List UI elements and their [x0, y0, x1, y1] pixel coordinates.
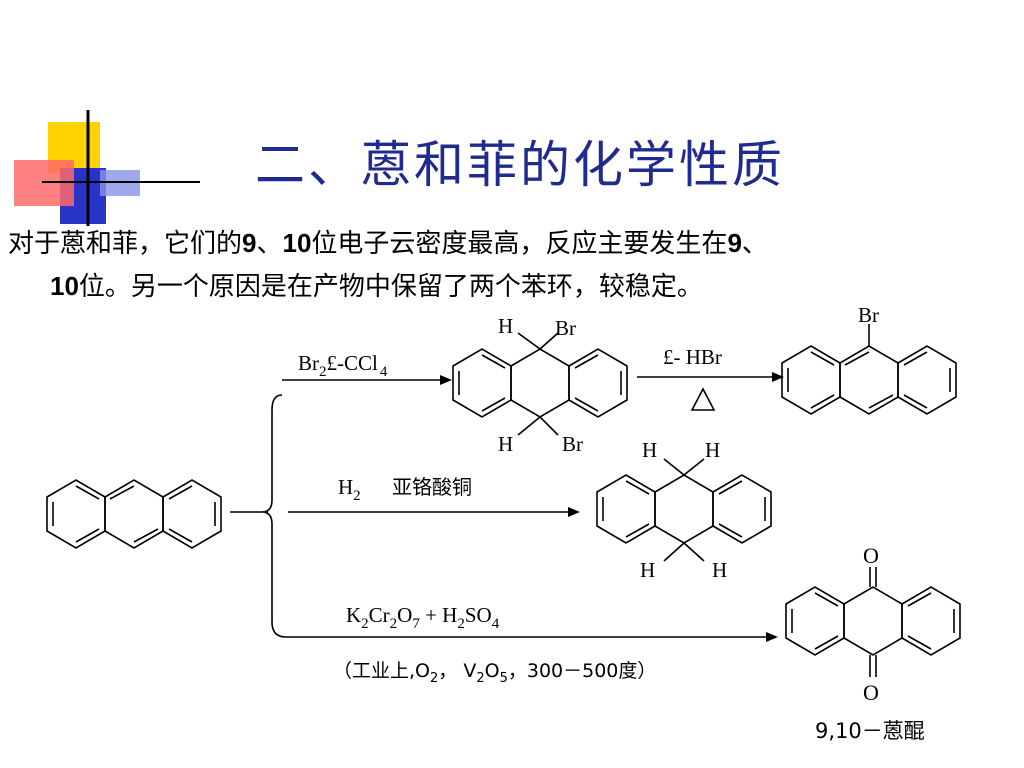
dibromo-intermediate: [452, 332, 628, 436]
anthraquinone-o-top: O: [863, 543, 879, 568]
branch-brace: [230, 394, 287, 638]
intro-text: 位电子云密度最高，反应主要发生在: [311, 229, 728, 259]
anthracene-start: [46, 479, 222, 549]
heat-triangle-icon: [690, 387, 716, 411]
reagent-h2: H2: [338, 475, 361, 504]
dihydro-h-bl: H: [640, 558, 655, 582]
dihydro-h-tr: H: [705, 438, 720, 462]
step2-reagent-hbr: £- HBr: [663, 345, 722, 369]
decorative-corner-blocks: [14, 110, 200, 226]
intro-text: 对于蒽和菲，它们的: [8, 229, 243, 259]
dihydroanthracene-product: [596, 458, 772, 562]
anthraquinone-name: 9,10－蒽醌: [815, 719, 925, 743]
arrowhead-1: [440, 375, 452, 385]
intermediate-br-top: Br: [555, 316, 576, 340]
catalyst-copper-chromite: 亚铬酸铜: [392, 475, 472, 499]
arrowhead-3: [766, 632, 778, 642]
dihydro-h-br: H: [712, 558, 727, 582]
intro-text: 、: [741, 229, 768, 259]
intro-number: 10: [50, 271, 79, 301]
anthraquinone-o-bottom: O: [863, 680, 879, 705]
arrowhead-2: [568, 507, 580, 517]
intro-number: 10: [282, 228, 312, 258]
arrowhead-step2: [772, 372, 784, 382]
intro-text: 位。另一个原因是在产物中保留了两个苯环，较稳定。: [78, 272, 703, 302]
bromoanthracene-product: [781, 324, 957, 415]
intro-text: 、: [256, 229, 283, 259]
intro-number: 9: [242, 228, 257, 258]
intro-paragraph: 对于蒽和菲，它们的9、10位电子云密度最高，反应主要发生在9、 10位。另一个原…: [8, 222, 1020, 308]
intermediate-br-bottom: Br: [562, 432, 583, 456]
dihydro-h-tl: H: [642, 438, 657, 462]
intermediate-h-top: H: [498, 314, 513, 338]
reagent-dichromate-sulfuric: K2Cr2O7 + H2SO4: [346, 603, 500, 632]
intro-line2: 10位。另一个原因是在产物中保留了两个苯环，较稳定。: [8, 265, 1020, 308]
product-br-label: Br: [858, 303, 879, 327]
industrial-conditions: （工业上,O2， V2O5，300－500度）: [333, 660, 656, 686]
intermediate-h-bottom: H: [498, 432, 513, 456]
intro-line1: 对于蒽和菲，它们的9、10位电子云密度最高，反应主要发生在9、: [8, 228, 768, 259]
anthraquinone-product: [785, 567, 961, 677]
slide-title: 二、蒽和菲的化学性质: [255, 136, 785, 194]
intro-number: 9: [727, 228, 742, 258]
